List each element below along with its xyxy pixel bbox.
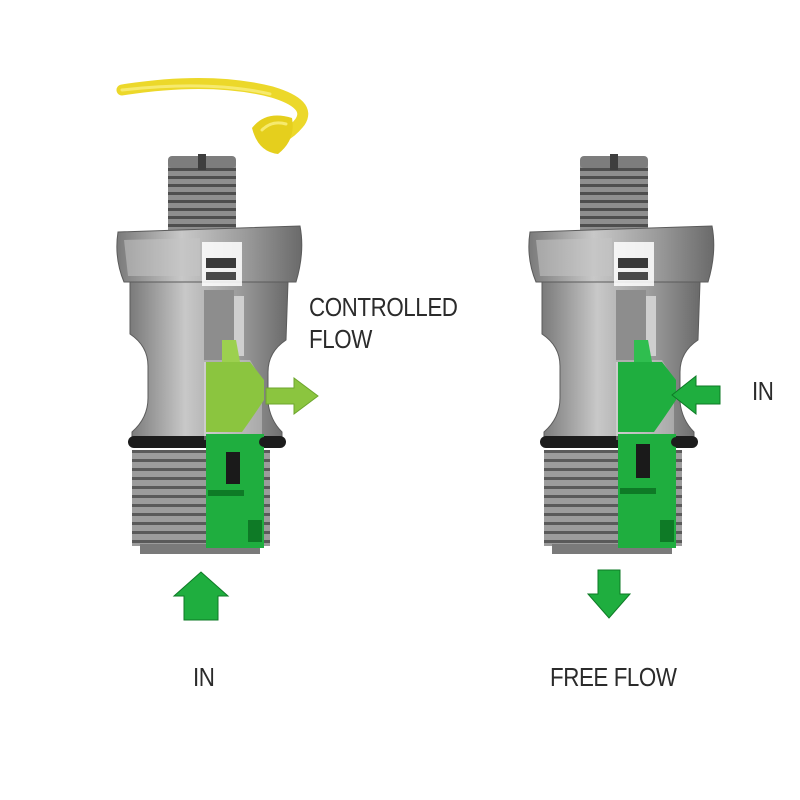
- right-check-ball: [636, 444, 650, 478]
- controlled-flow-label-line1: CONTROLLED: [309, 292, 458, 322]
- free-flow-arrow-icon: [586, 569, 632, 619]
- left-controlled-passage: [206, 362, 264, 432]
- right-open-passage: [618, 362, 676, 432]
- curved-rotation-arrow-icon: [116, 77, 309, 154]
- left-check-ball: [226, 452, 240, 484]
- right-inlet-label: IN: [752, 376, 774, 406]
- left-valve: [116, 153, 303, 555]
- controlled-flow-arrow-icon: [265, 377, 319, 415]
- right-valve: [528, 153, 715, 555]
- free-flow-label: FREE FLOW: [550, 662, 677, 692]
- left-inlet-label: IN: [193, 662, 215, 692]
- controlled-flow-label-line2: FLOW: [309, 324, 372, 354]
- right-inlet-arrow-icon: [671, 374, 721, 416]
- left-inlet-arrow-icon: [172, 571, 230, 621]
